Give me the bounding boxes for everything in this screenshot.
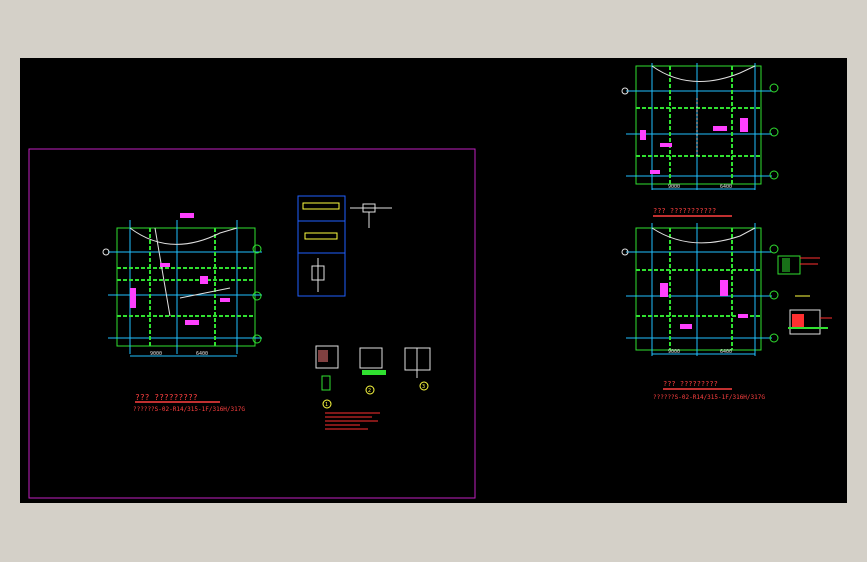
detail-panel-blue <box>297 195 346 297</box>
detail-marker-3: 3 <box>422 384 425 390</box>
bottom-right-side-detail <box>777 255 832 335</box>
detail-marker-2: 2 <box>368 388 371 394</box>
detail-notes <box>325 412 380 430</box>
top-right-dim-2: 6400 <box>720 184 732 190</box>
detail-small-right <box>350 203 392 228</box>
top-right-floor-plan: 9000 6400 <box>621 63 779 190</box>
bottom-right-dim-2: 6400 <box>720 349 732 355</box>
cad-model-space: 9000 6400 ??? ????????? ??????S-02-R14/3… <box>28 63 832 499</box>
drawing-canvas[interactable]: 9000 6400 ??? ????????? ??????S-02-R14/3… <box>20 58 847 503</box>
left-sheet-frame <box>28 148 476 499</box>
bottom-right-floor-plan: 9000 6400 <box>621 223 779 356</box>
top-right-dim-1: 9000 <box>668 184 680 190</box>
top-right-plan-title: ??? ??????????? <box>653 207 716 215</box>
left-floor-plan: 9000 6400 <box>102 213 262 357</box>
detail-marker-1: 1 <box>325 402 328 408</box>
left-plan-subtitle: ??????S-02-R14/315-1F/316H/317G <box>133 406 245 413</box>
left-dim-1: 9000 <box>150 351 162 357</box>
bottom-right-plan-title: ??? ????????? <box>663 380 718 388</box>
left-dim-2: 6400 <box>196 351 208 357</box>
bottom-right-dim-1: 9000 <box>668 349 680 355</box>
bottom-right-plan-subtitle: ??????S-02-R14/315-1F/316H/317G <box>653 394 765 401</box>
section-details <box>315 345 431 409</box>
left-plan-title: ??? ????????? <box>135 393 198 402</box>
